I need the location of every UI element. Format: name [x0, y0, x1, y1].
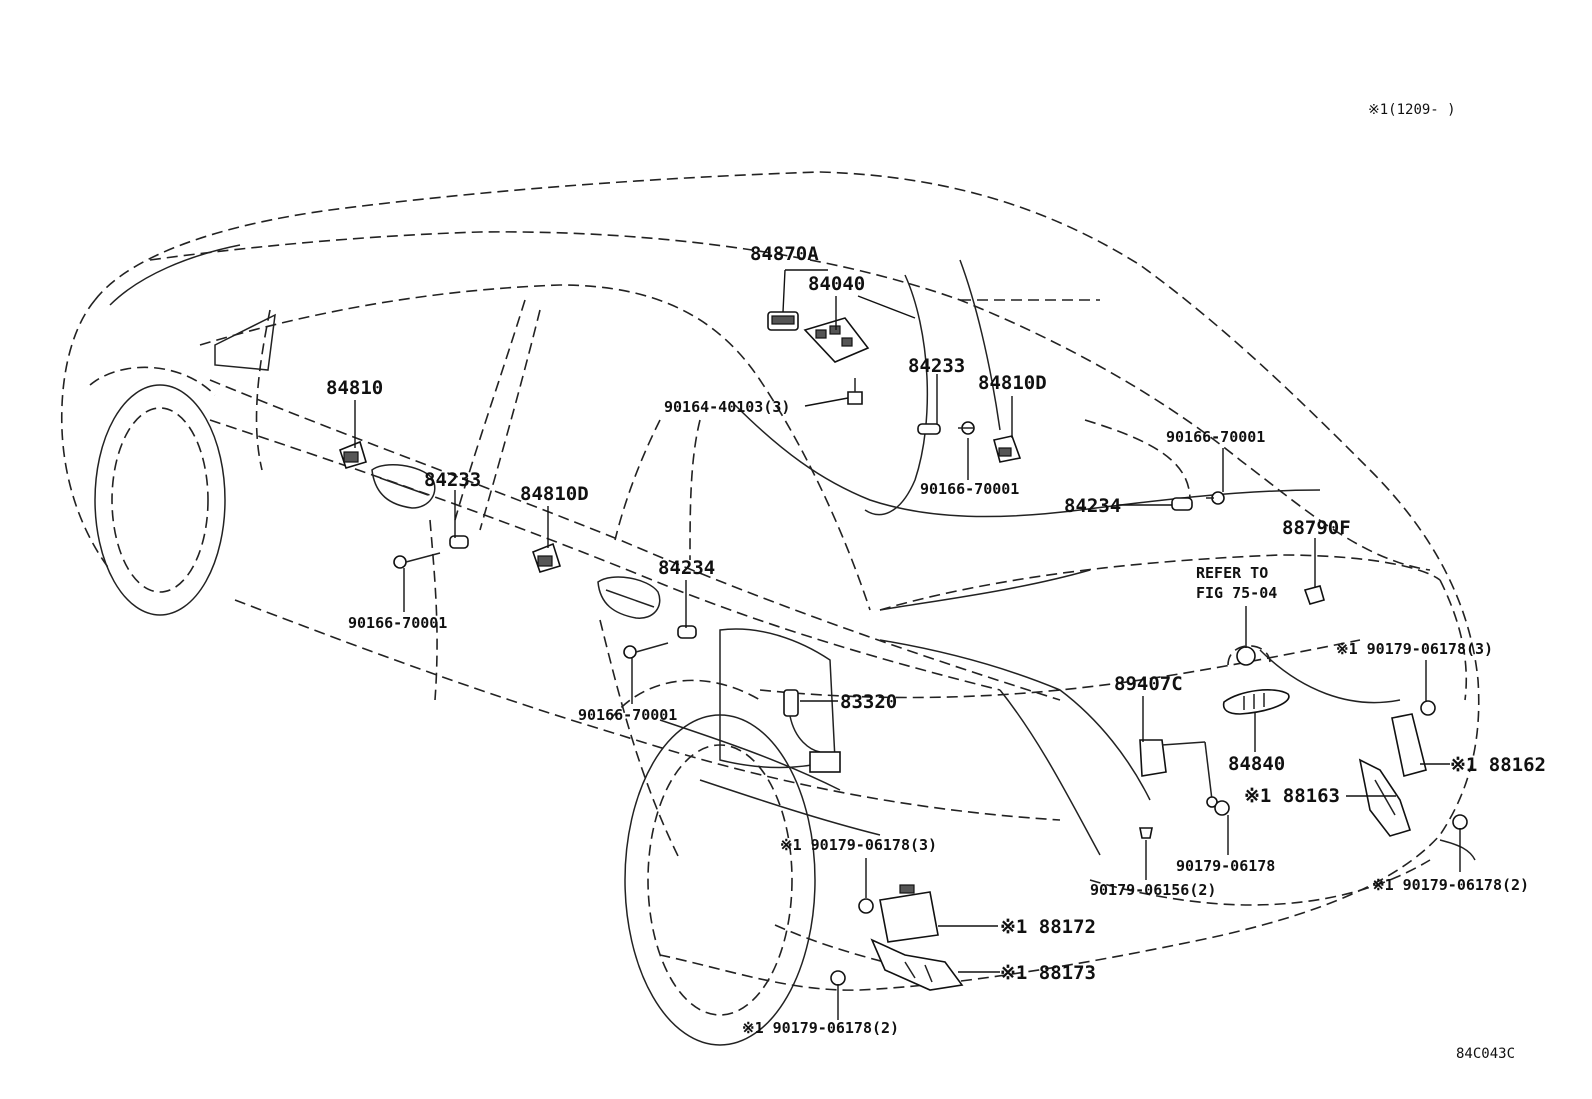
- label-88790F: 88790F: [1282, 517, 1351, 539]
- rear-wheel: [609, 679, 816, 1046]
- part-nut-bottom-lower: [830, 970, 846, 986]
- label-88163: ※1 88163: [1244, 785, 1340, 807]
- label-90166-mid: 90166-70001: [578, 706, 677, 724]
- front-wheel: [89, 366, 226, 616]
- label-90179-06178-2-bottom: ※1 90179-06178(2): [742, 1019, 899, 1037]
- part-84810D-top: [993, 435, 1022, 463]
- label-84234-mid: 84234: [658, 557, 715, 579]
- rear-door-handle: [597, 576, 661, 619]
- part-88163-bracket: [1358, 758, 1412, 837]
- part-88162-radar-sensor: [1391, 713, 1427, 777]
- part-83320-sensor: [783, 689, 841, 773]
- label-84810: 84810: [326, 377, 383, 399]
- label-90179-06178-single: 90179-06178: [1176, 857, 1275, 875]
- part-clip-90179-06156: [1139, 827, 1153, 839]
- part-88790F: [1303, 585, 1325, 605]
- label-84040: 84040: [808, 273, 865, 295]
- part-screw-90166-right: [1206, 491, 1225, 505]
- label-83320: 83320: [840, 691, 897, 713]
- part-84840-lamp: [1222, 689, 1290, 715]
- part-nut-90179-06178: [1214, 800, 1230, 816]
- part-screw-90166-mid: [623, 642, 669, 659]
- label-88173: ※1 88173: [1000, 962, 1096, 984]
- part-nut-right-upper: [1420, 700, 1436, 716]
- label-88172: ※1 88172: [1000, 916, 1096, 938]
- part-84810: [339, 440, 367, 469]
- part-84040-window-master-switch: [803, 317, 870, 363]
- part-88172-module: [879, 884, 939, 943]
- header-note: ※1(1209- ): [1368, 102, 1456, 118]
- part-84870A-switch: [767, 311, 799, 331]
- label-84840: 84840: [1228, 753, 1285, 775]
- part-84233-left: [449, 535, 469, 549]
- label-90164-40103: 90164-40103(3): [664, 398, 790, 416]
- part-screw-90166-left: [393, 552, 441, 569]
- label-84810D-top: 84810D: [978, 372, 1047, 394]
- part-84233-top: [917, 423, 941, 435]
- part-nut-right-lower: [1452, 814, 1468, 830]
- diagram-code: 84C043C: [1456, 1046, 1515, 1062]
- part-84234-right: [1171, 497, 1193, 511]
- label-90166-right: 90166-70001: [1166, 428, 1265, 446]
- vehicle-contours: [109, 244, 1476, 861]
- label-90166-top: 90166-70001: [920, 480, 1019, 498]
- part-89407C-height-sensor: [1139, 739, 1218, 808]
- leader-lines: [354, 269, 1461, 1020]
- part-84234-mid: [677, 625, 697, 639]
- label-84810D-mid: 84810D: [520, 483, 589, 505]
- front-door-handle: [371, 463, 436, 509]
- label-90179-06178-3-bottom: ※1 90179-06178(3): [780, 836, 937, 854]
- label-84870A: 84870A: [750, 243, 819, 265]
- part-nut-bottom-upper: [858, 898, 874, 914]
- label-refer-line2: FIG 75-04: [1196, 584, 1277, 602]
- label-refer-line1: REFER TO: [1196, 564, 1268, 582]
- part-labels: ※1(1209- ) 84870A 84040 84233 84810D 901…: [326, 102, 1546, 1062]
- label-90179-06178-3-right: ※1 90179-06178(3): [1336, 640, 1493, 658]
- label-90179-06156: 90179-06156(2): [1090, 881, 1216, 899]
- part-84810D-mid: [531, 542, 562, 573]
- label-84233-top: 84233: [908, 355, 965, 377]
- label-84234-right: 84234: [1064, 495, 1121, 517]
- label-90179-06178-2-right: ※1 90179-06178(2): [1372, 876, 1529, 894]
- label-88162: ※1 88162: [1450, 754, 1546, 776]
- label-90166-left: 90166-70001: [348, 614, 447, 632]
- label-84233-left: 84233: [424, 469, 481, 491]
- part-screw-90164: [847, 378, 863, 405]
- part-screw-90166-top: [958, 421, 975, 435]
- vehicle-outline: [60, 171, 1480, 991]
- label-89407C: 89407C: [1114, 673, 1183, 695]
- part-88173-bracket: [870, 938, 964, 991]
- part-grommet-refer: [1227, 645, 1271, 666]
